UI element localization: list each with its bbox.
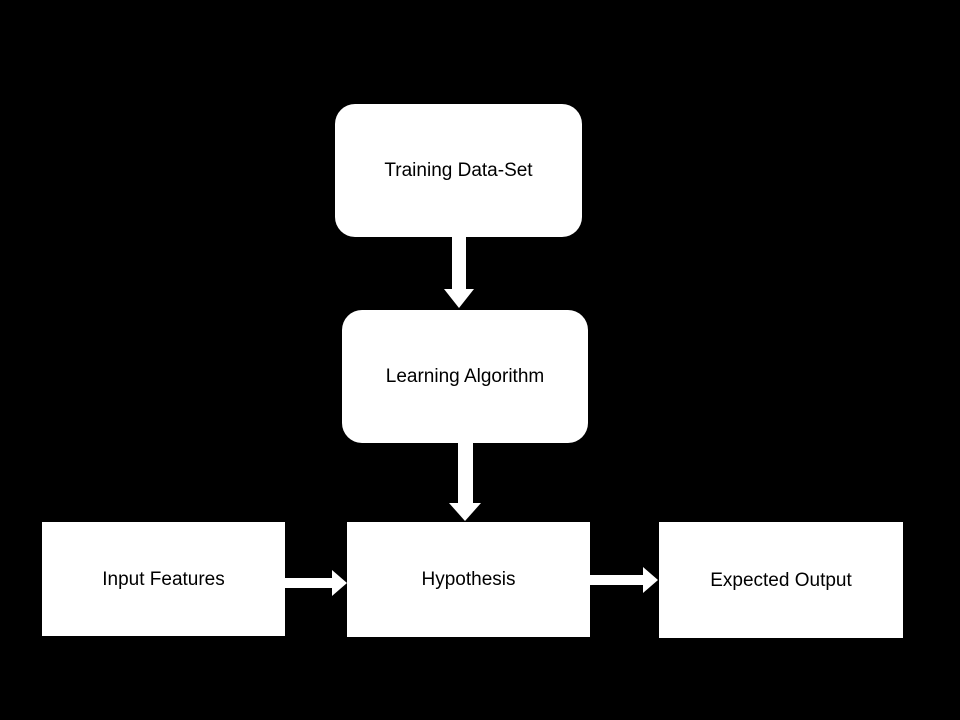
arrow-down-icon [449,503,481,521]
node-expected-output-label: Expected Output [710,569,852,591]
node-training-data-set: Training Data-Set [335,104,582,237]
arrow-training-to-learning-stem [452,237,466,289]
node-learning-algorithm: Learning Algorithm [342,310,588,443]
node-input-features-label: Input Features [102,568,225,590]
node-input-features: Input Features [42,522,285,636]
node-hypothesis-label: Hypothesis [421,569,516,590]
node-training-data-set-label: Training Data-Set [384,160,533,181]
arrow-down-icon [444,289,474,308]
node-expected-output: Expected Output [659,522,903,638]
node-learning-algorithm-label: Learning Algorithm [385,366,545,387]
arrow-input-to-hypothesis-stem [285,578,332,588]
node-hypothesis: Hypothesis [347,522,590,637]
arrow-learning-to-hypothesis-stem [458,443,473,503]
arrow-right-icon [332,570,347,596]
arrow-right-icon [643,567,658,593]
arrow-hypothesis-to-expected-stem [590,575,643,585]
